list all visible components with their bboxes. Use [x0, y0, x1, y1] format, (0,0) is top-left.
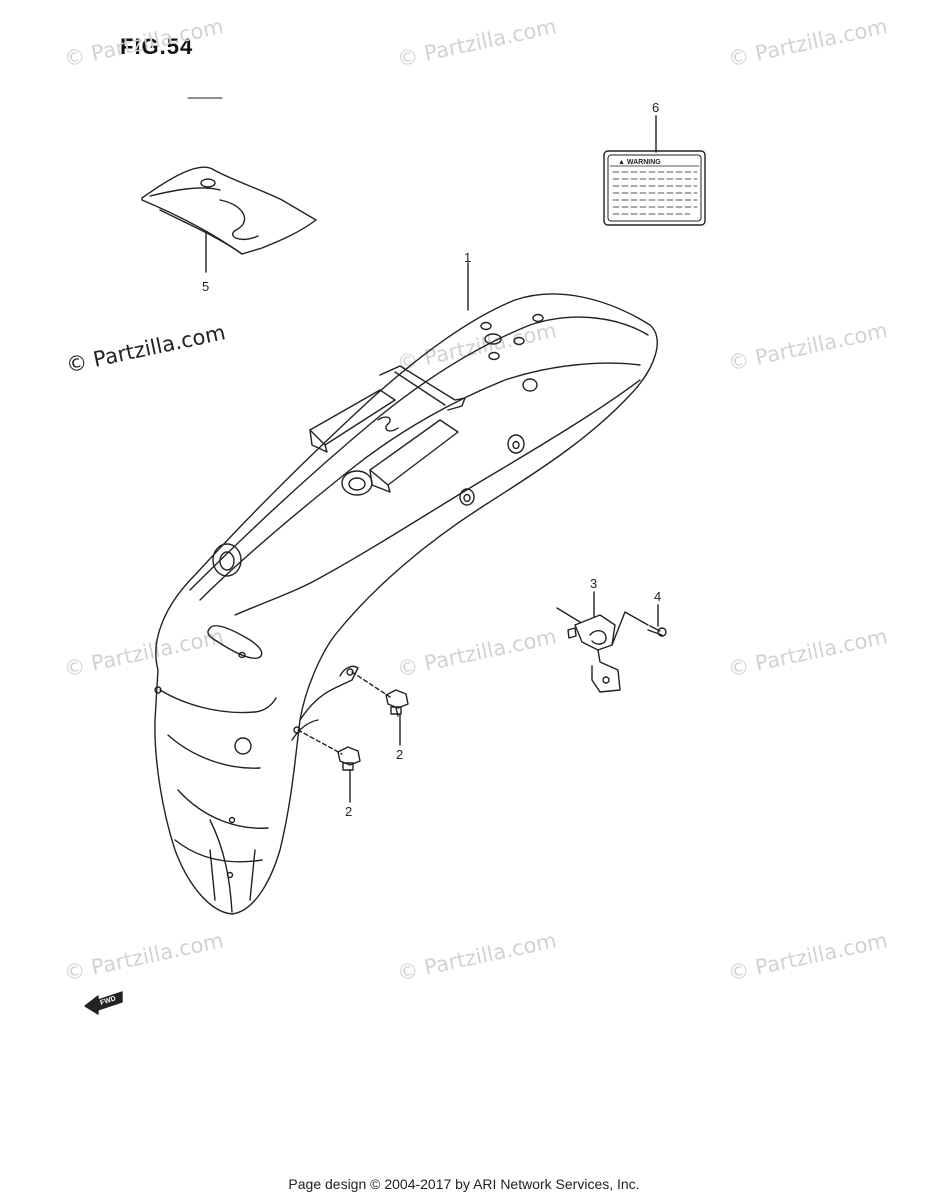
fwd-arrow-label: FWD [99, 995, 116, 1007]
rear-fender-part[interactable] [154, 293, 658, 915]
fwd-arrow-icon [84, 991, 123, 1015]
figure-title: FIG.54 [120, 34, 194, 59]
bolt-upper-part[interactable] [385, 689, 409, 717]
callout-2-lower: 2 [345, 804, 352, 819]
bolt-lower-part[interactable] [337, 746, 361, 771]
leader-line [351, 671, 391, 698]
leader-line [556, 607, 581, 623]
callout-4: 4 [654, 589, 661, 604]
clamp-part[interactable] [567, 611, 649, 693]
page-footer: Page design © 2004-2017 by ARI Network S… [288, 1176, 640, 1192]
callout-2-upper: 2 [396, 747, 403, 762]
tool-bag-part[interactable] [141, 166, 317, 255]
callout-6: 6 [652, 100, 659, 115]
callout-5: 5 [202, 279, 209, 294]
warning-label-part[interactable] [603, 150, 706, 226]
screw-part[interactable] [647, 625, 667, 637]
callout-1: 1 [464, 250, 471, 265]
warning-label-heading: ▲ WARNING [618, 159, 661, 166]
leader-line [297, 729, 343, 755]
callout-3: 3 [590, 576, 597, 591]
